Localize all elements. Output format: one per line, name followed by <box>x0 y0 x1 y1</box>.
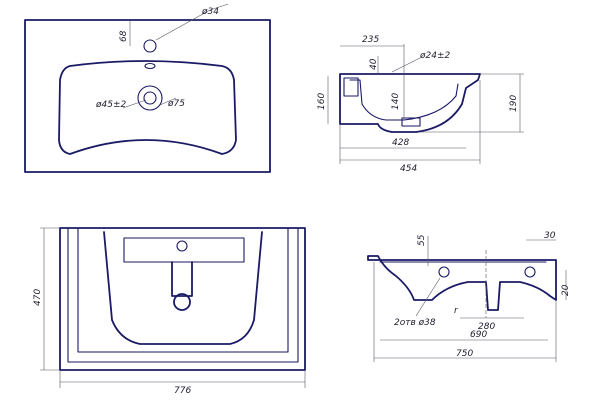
label-front-height: 470 <box>33 289 43 306</box>
label-span-outer: 750 <box>456 349 473 359</box>
label-radius: r <box>454 306 459 316</box>
front-view-rim <box>67 227 299 363</box>
leader-faucet <box>155 9 211 41</box>
front-view: 470 776 <box>33 227 306 396</box>
leader-faucet-tail <box>209 3 229 11</box>
front-view-outline <box>59 227 306 371</box>
drain-stub <box>401 117 421 127</box>
leader-holes <box>415 277 441 317</box>
side-view-profile <box>339 73 481 133</box>
top-view: ø34 68 ø75 ø45±2 <box>24 3 271 173</box>
side-view: 235 40 ø24±2 140 160 190 428 454 <box>317 35 524 174</box>
drain-outer-circle <box>137 85 163 111</box>
label-span-inner: 690 <box>470 330 487 340</box>
overflow-channel <box>343 77 359 97</box>
label-holes-note: 2отв ø38 <box>394 318 436 328</box>
front-faucet-hole <box>176 240 188 252</box>
label-width-inner: 428 <box>392 138 409 148</box>
front-drain <box>173 293 191 311</box>
label-overflow-top: 40 <box>369 58 379 70</box>
overflow-duct <box>171 261 193 297</box>
top-view-outline <box>24 19 271 173</box>
label-faucet-offset: 68 <box>119 30 129 42</box>
section-profile <box>367 255 557 311</box>
top-view-basin <box>58 60 237 155</box>
label-drain-outer: ø75 <box>167 99 185 109</box>
label-height-right: 190 <box>509 95 519 112</box>
faucet-hole <box>143 39 157 53</box>
label-width-outer: 454 <box>400 164 417 174</box>
label-hole-depth: 55 <box>417 234 427 246</box>
label-drain-width: 280 <box>478 322 495 332</box>
leader-overflow <box>391 57 421 73</box>
label-depth-offset: 235 <box>362 35 379 45</box>
label-height-left: 160 <box>317 93 327 110</box>
front-view-basin <box>103 231 263 345</box>
section-hole-left <box>438 266 450 278</box>
section-view: 55 30 20 2отв ø38 r 280 690 750 <box>367 231 571 362</box>
label-front-width: 776 <box>174 386 191 396</box>
back-panel <box>123 237 245 263</box>
overflow-slot <box>144 62 156 70</box>
label-overflow-dia: ø24±2 <box>419 51 450 61</box>
label-rim-height: 20 <box>561 284 571 296</box>
leader-drain-inner <box>122 99 147 109</box>
label-faucet-hole: ø34 <box>201 7 219 17</box>
label-hole-depth-right: 30 <box>544 231 556 241</box>
section-hole-right <box>524 266 536 278</box>
label-drain-depth: 140 <box>391 93 401 110</box>
leader-drain-outer <box>159 97 177 106</box>
drain-inner-circle <box>143 91 157 105</box>
label-drain-inner: ø45±2 <box>95 100 126 110</box>
side-view-inner <box>349 79 459 121</box>
front-view-rim-inner <box>77 227 289 353</box>
